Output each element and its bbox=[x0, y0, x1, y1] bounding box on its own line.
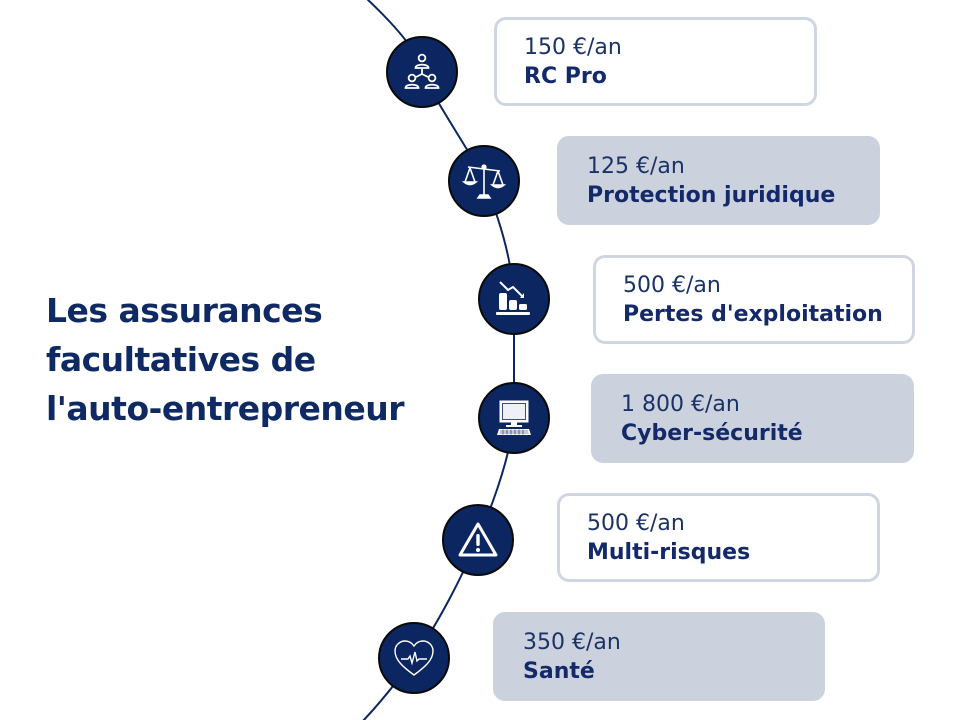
card-price: 125 €/an bbox=[587, 153, 685, 179]
card-rc-pro: 150 €/an RC Pro bbox=[494, 17, 817, 106]
network-people-icon bbox=[404, 53, 440, 89]
node-pertes-exploitation bbox=[478, 263, 550, 335]
title-line-3: l'auto-entrepreneur bbox=[46, 389, 405, 428]
title-line-2: facultatives de bbox=[46, 340, 316, 379]
warning-triangle-icon bbox=[458, 522, 498, 557]
card-label: Cyber-sécurité bbox=[621, 420, 803, 446]
card-label: Santé bbox=[523, 658, 595, 684]
card-price: 350 €/an bbox=[523, 629, 621, 655]
node-multi-risques bbox=[442, 504, 514, 576]
card-label: RC Pro bbox=[524, 63, 607, 89]
card-pertes-exploitation: 500 €/an Pertes d'exploitation bbox=[593, 255, 915, 344]
scales-of-justice-icon bbox=[461, 164, 507, 199]
node-protection-juridique bbox=[448, 145, 520, 217]
card-label: Pertes d'exploitation bbox=[623, 301, 883, 327]
node-cyber-securite bbox=[478, 382, 550, 454]
card-label: Multi-risques bbox=[587, 539, 751, 565]
card-label: Protection juridique bbox=[587, 182, 836, 208]
card-price: 1 800 €/an bbox=[621, 391, 740, 417]
card-price: 500 €/an bbox=[587, 510, 685, 536]
title-line-1: Les assurances bbox=[46, 291, 323, 330]
node-rc-pro bbox=[386, 36, 458, 108]
card-price: 500 €/an bbox=[623, 272, 721, 298]
card-sante: 350 €/an Santé bbox=[493, 612, 825, 701]
heart-pulse-icon bbox=[394, 640, 434, 676]
card-multi-risques: 500 €/an Multi-risques bbox=[557, 493, 880, 582]
card-cyber-securite: 1 800 €/an Cyber-sécurité bbox=[591, 374, 914, 463]
card-price: 150 €/an bbox=[524, 34, 622, 60]
declining-chart-icon bbox=[496, 281, 530, 315]
page-title: Les assurances facultatives de l'auto-en… bbox=[46, 286, 405, 433]
node-sante bbox=[378, 622, 450, 694]
card-protection-juridique: 125 €/an Protection juridique bbox=[557, 136, 880, 225]
computer-icon bbox=[497, 400, 531, 435]
